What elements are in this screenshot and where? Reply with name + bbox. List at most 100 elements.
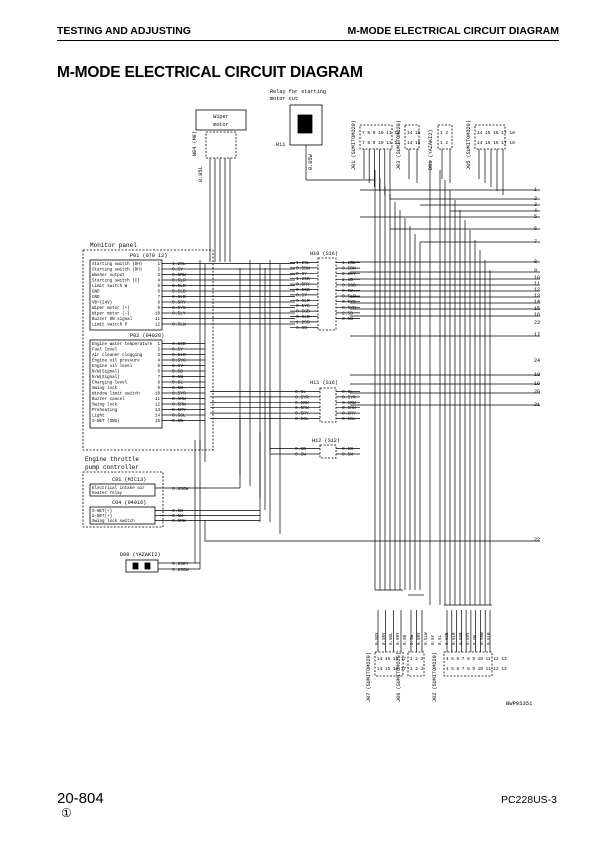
c04-wire-label: 0.5W bbox=[172, 513, 183, 519]
bottom-connector-pins: 14 15 16 17 bbox=[377, 667, 406, 672]
terminal-number: 23 bbox=[534, 320, 540, 326]
top-connector-pins: 1 2 bbox=[440, 140, 448, 146]
relay-label: Relay for starting bbox=[270, 89, 326, 95]
relay-connector-label: R11 bbox=[276, 142, 285, 148]
p01-pin-number: 4 bbox=[157, 280, 160, 284]
h10-right-wire: 1.25L bbox=[342, 260, 356, 266]
p02-pin-number: 1 bbox=[157, 343, 160, 347]
h12-box bbox=[319, 444, 337, 459]
bottom-wire-label: 0.5RW bbox=[481, 632, 485, 645]
header-rule bbox=[57, 40, 559, 41]
p02-wire-label: 0.5B bbox=[172, 385, 183, 391]
p02-wire-label: 0.5W bbox=[172, 374, 183, 380]
p01-pin-number: 11 bbox=[155, 318, 161, 322]
p02-pin-number: 4 bbox=[157, 360, 160, 364]
bottom-wire-label: 0.5RY bbox=[418, 632, 422, 645]
c04-wire-label: 0.5B bbox=[172, 508, 183, 514]
top-connector-pins: 14 15 16 17 18 bbox=[477, 130, 515, 136]
p01-pin-label: Starting switch (C) bbox=[92, 279, 140, 284]
p01-pin-label: Limit switch W bbox=[92, 284, 128, 289]
terminal-number: 8 bbox=[534, 259, 537, 265]
h11-left-wire: 0.5RW bbox=[295, 400, 309, 406]
bottom-connector-pins: 14 15 16 17 bbox=[377, 657, 406, 662]
h12-right-wire: 0.5B bbox=[342, 446, 353, 452]
h12-left-wire: 0.5B bbox=[295, 446, 306, 452]
p02-pin-label: Window limit switch bbox=[92, 392, 140, 397]
c01-pin-label: heater relay bbox=[92, 491, 123, 496]
wiper-connector-label: W04 (M8) bbox=[192, 131, 198, 156]
p01-wire-label: 0.5LR bbox=[172, 278, 186, 284]
p02-pin-label: S-NET (SNG) bbox=[92, 419, 120, 424]
bottom-connector-box bbox=[443, 651, 493, 677]
terminal-number: 15 bbox=[534, 306, 540, 312]
bottom-connector-pins: 1 2 3 bbox=[410, 657, 424, 662]
top-connector-label: J01 (SUMITOMO20) bbox=[351, 120, 357, 170]
p01-pin-number: 2 bbox=[157, 269, 160, 273]
bottom-wire-label: 0.5GY bbox=[376, 632, 380, 645]
page-title: M-MODE ELECTRICAL CIRCUIT DIAGRAM bbox=[57, 64, 363, 81]
terminal-number: 3 bbox=[534, 202, 537, 208]
d08-terminal bbox=[132, 562, 139, 570]
terminal-number: 12 bbox=[534, 287, 540, 293]
d08-terminal bbox=[144, 562, 151, 570]
top-connector-label: D01 (YAZAKI2) bbox=[428, 130, 434, 170]
h11-right-wire: 0.5L bbox=[342, 389, 353, 395]
h10-right-wire: 0.5B bbox=[342, 316, 353, 322]
p02-pin-number: 5 bbox=[157, 365, 160, 369]
bottom-connector-pins: 1 2 3 bbox=[410, 667, 424, 672]
p01-pin-label: Starting switch (DH) bbox=[92, 262, 142, 267]
p01-pin-label: GND bbox=[92, 291, 100, 295]
p01-pin-label: Washer output bbox=[92, 273, 125, 278]
wiper-motor-box bbox=[195, 109, 247, 131]
terminal-number: 7 bbox=[534, 239, 537, 245]
c04-pin-label: Swing lock switch bbox=[92, 519, 135, 524]
p01-pin-number: 8 bbox=[157, 302, 160, 306]
p02-pin-label: Buzzer cancel bbox=[92, 397, 125, 402]
h11-right-wire: 0.5RW bbox=[342, 400, 356, 406]
h11-box bbox=[319, 387, 337, 423]
h10-right-wire: 0.5YB bbox=[342, 305, 356, 311]
p02-wire-label: 0.5GL bbox=[172, 413, 186, 419]
relay-label: motor cut bbox=[270, 96, 298, 102]
p01-pin-number: 10 bbox=[155, 313, 161, 317]
p02-wire-label: 0.5L bbox=[172, 380, 183, 386]
bottom-wire-label: 0.5RY bbox=[383, 632, 387, 645]
h10-left-wire: 0.5BW bbox=[296, 265, 310, 271]
c01-connector-label: C01 (MIC13) bbox=[112, 477, 146, 483]
terminal-number: 24 bbox=[534, 358, 540, 364]
p02-pin-number: 13 bbox=[155, 409, 161, 413]
top-connector-pins: 14 15 bbox=[407, 140, 421, 146]
h11-right-wire: 0.5RW bbox=[342, 405, 356, 411]
d08-wire-label: 0.85GW bbox=[172, 567, 189, 573]
terminal-number: 17 bbox=[534, 332, 540, 338]
c01-pin-label: Electrical intake air bbox=[92, 486, 145, 491]
relay-box bbox=[289, 104, 323, 146]
p01-wire-label: 0.5LR bbox=[172, 283, 186, 289]
bottom-wire-label: 0.5B bbox=[404, 634, 408, 645]
h10-box bbox=[317, 257, 337, 331]
h10-right-wire: 0.5Y bbox=[342, 288, 353, 294]
monitor-panel-box bbox=[82, 249, 214, 451]
component-boxes bbox=[82, 104, 506, 677]
bottom-wire-label: 0.5GB bbox=[446, 632, 450, 645]
h11-right-wire: 0.5GL bbox=[342, 416, 356, 422]
top-connector-label: J03 (SUMITOMO20) bbox=[396, 120, 402, 170]
p01-wire-label: 1.25L bbox=[172, 261, 186, 267]
c04-connector-label: C04 (04016) bbox=[112, 500, 146, 506]
p01-pin-label: Buzzer ON signal bbox=[92, 317, 133, 322]
p01-pin-label: GND bbox=[92, 296, 100, 300]
h11-left-wire: 0.5RW bbox=[295, 405, 309, 411]
figure-id: BWP05351 bbox=[506, 700, 533, 707]
p02-pin-number: 2 bbox=[157, 349, 160, 353]
p01-wire-label: 0.5LB bbox=[172, 294, 186, 300]
terminal-number: 14 bbox=[534, 299, 540, 305]
p02-pin-number: 10 bbox=[155, 393, 161, 397]
bottom-connector-label: J06 (SUMITOMO20) bbox=[396, 652, 402, 702]
h11-label: H11 (S16) bbox=[310, 380, 338, 386]
bottom-wire-label: 0.5GL bbox=[390, 632, 394, 645]
p01-wire-label: 0.5RY bbox=[172, 300, 186, 306]
bottom-connector-box bbox=[374, 651, 404, 677]
p02-pin-label: Preheating bbox=[92, 408, 118, 413]
p02-wire-label: 0.5Y bbox=[172, 363, 183, 369]
terminal-number: 10 bbox=[534, 275, 540, 281]
